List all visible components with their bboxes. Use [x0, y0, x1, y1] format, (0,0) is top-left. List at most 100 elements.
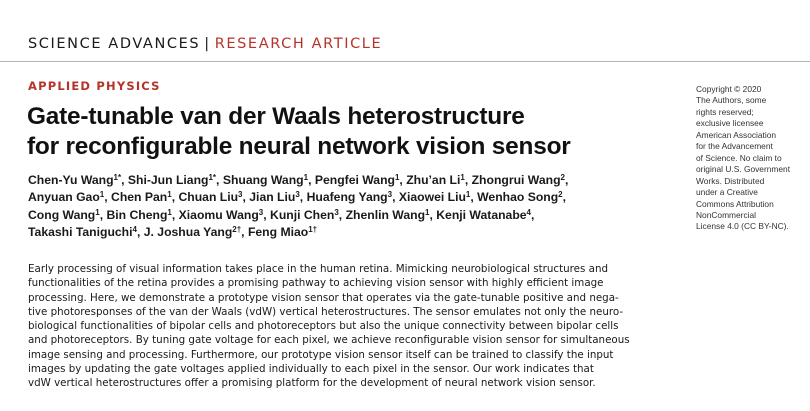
copyright-line: under a Creative	[696, 187, 758, 198]
author-name[interactable]: Chen-Yu Wang	[28, 173, 114, 187]
author-name[interactable]: Zhongrui Wang	[471, 173, 561, 187]
author-name[interactable]: Feng Miao	[247, 225, 309, 240]
author-name[interactable]: Cong Wang	[28, 207, 96, 222]
author-separator: ,	[263, 207, 271, 222]
author-separator: ,	[242, 190, 250, 205]
abstract-line: images by updating the gate voltages app…	[28, 363, 594, 376]
author-affiliation: 1*	[208, 173, 217, 182]
copyright-line: NonCommercial	[696, 209, 757, 220]
author-line: Cong Wang1, Bin Cheng1, Xiaomu Wang3, Ku…	[28, 207, 668, 224]
author-name[interactable]: Shi-Jun Liang	[127, 173, 209, 187]
header-separator: |	[204, 36, 211, 52]
author-affiliation: 4	[132, 225, 137, 235]
author-name[interactable]: Chen Pan	[111, 190, 168, 205]
abstract-line: Early processing of visual information t…	[28, 263, 609, 275]
author-name[interactable]: Xiaomu Wang	[178, 207, 259, 222]
author-name[interactable]: Kenji Watanabe	[436, 207, 527, 222]
article-type: RESEARCH ARTICLE	[214, 36, 383, 52]
author-line: Anyuan Gao1, Chen Pan1, Chuan Liu3, Jian…	[28, 189, 668, 206]
author-name[interactable]: Anyuan Gao	[28, 190, 100, 205]
author-list: Chen-Yu Wang1*, Shi-Jun Liang1*, Shuang …	[28, 172, 668, 242]
author-separator: ,	[531, 207, 535, 222]
author-separator: ,	[121, 173, 128, 187]
copyright-line: License 4.0 (CC BY-NC).	[696, 221, 789, 232]
author-name[interactable]: Chuan Liu	[178, 190, 239, 205]
author-name[interactable]: J. Joshua Yang	[143, 225, 233, 240]
author-name[interactable]: Shuang Wang	[222, 173, 304, 187]
author-separator: ,	[429, 207, 437, 222]
author-affiliation: 1	[95, 207, 100, 217]
author-affiliation: 1	[425, 207, 430, 217]
abstract-line: tive photoresponses of the van der Waals…	[28, 305, 624, 318]
author-affiliation: 2	[560, 173, 565, 182]
author-affiliation: 1	[460, 173, 465, 182]
author-separator: ,	[299, 190, 307, 205]
author-line: Chen-Yu Wang1*, Shi-Jun Liang1*, Shuang …	[28, 172, 668, 189]
abstract: Early processing of visual information t…	[28, 262, 668, 391]
copyright-line: original U.S. Government	[696, 164, 791, 175]
article-title: Gate-tunable van der Waals heterostructu…	[27, 102, 627, 162]
author-name[interactable]: Jian Liu	[249, 190, 296, 205]
author-name[interactable]: Bin Cheng	[106, 207, 168, 222]
author-separator: ,	[562, 190, 567, 205]
author-affiliation: 1	[303, 173, 309, 182]
author-separator: ,	[564, 173, 569, 187]
header-divider	[0, 61, 810, 62]
author-name[interactable]: Zhenlin Wang	[345, 207, 426, 222]
author-name[interactable]: Xiaowei Liu	[398, 190, 466, 205]
author-name[interactable]: Kunji Chen	[270, 207, 335, 222]
copyright-line: Works. Distributed	[696, 175, 765, 186]
author-line: Takashi Taniguchi4, J. Joshua Yang2†, Fe…	[28, 224, 668, 241]
author-separator: ,	[216, 173, 223, 187]
author-name[interactable]: Takashi Taniguchi	[28, 225, 133, 240]
author-affiliation: 3	[387, 190, 393, 200]
author-separator: ,	[99, 207, 107, 222]
title-line: for reconfigurable neural network vision…	[27, 133, 571, 160]
author-separator: ,	[241, 225, 248, 240]
subject-category: APPLIED PHYSICS	[28, 79, 161, 93]
author-affiliation: 3	[258, 207, 264, 217]
author-affiliation: 1	[465, 190, 471, 200]
title-line: Gate-tunable van der Waals heterostructu…	[27, 103, 525, 130]
copyright-line: exclusive licensee	[696, 118, 764, 129]
author-affiliation: 1	[167, 190, 172, 200]
author-affiliation: 1	[394, 173, 400, 182]
abstract-line: functionalities of the retina provides a…	[28, 277, 604, 290]
author-affiliation: 3	[295, 190, 300, 200]
abstract-line: image sensing and processing. Furthermor…	[28, 348, 614, 361]
author-affiliation: 1	[167, 207, 172, 217]
author-name[interactable]: Zhu’an Li	[406, 173, 461, 187]
author-affiliation: 3	[334, 207, 339, 217]
author-separator: ,	[136, 225, 144, 240]
author-affiliation: 1*	[113, 173, 122, 182]
author-affiliation: 1†	[308, 225, 318, 235]
author-separator: ,	[392, 190, 399, 205]
copyright-line: rights reserved;	[696, 106, 754, 117]
author-separator: ,	[399, 173, 407, 187]
copyright-line: Commons Attribution	[696, 198, 774, 209]
copyright-line: Copyright © 2020	[696, 84, 762, 94]
abstract-line: biological functionalities of bipolar ce…	[28, 320, 619, 333]
journal-header: SCIENCE ADVANCES|RESEARCH ARTICLE	[28, 36, 382, 52]
author-affiliation: 1	[99, 190, 105, 200]
author-name[interactable]: Huafeng Yang	[306, 190, 388, 205]
author-affiliation: 2	[558, 190, 563, 200]
author-affiliation: 3	[238, 190, 243, 200]
author-name[interactable]: Wenhao Song	[477, 190, 559, 205]
author-separator: ,	[338, 207, 346, 222]
author-name[interactable]: Pengfei Wang	[314, 173, 395, 187]
copyright-line: for the Advancement	[696, 141, 773, 152]
abstract-line: and photoreceptors. By tuning gate volta…	[28, 334, 630, 347]
author-separator: ,	[464, 173, 472, 187]
journal-name: SCIENCE ADVANCES	[28, 36, 201, 52]
copyright-line: The Authors, some	[696, 95, 767, 106]
author-affiliation: 2†	[232, 225, 242, 235]
abstract-line: vdW vertical heterostructures offer a pr…	[28, 377, 596, 390]
author-separator: ,	[171, 190, 179, 205]
copyright-line: of Science. No claim to	[696, 152, 782, 163]
author-affiliation: 4	[526, 207, 531, 217]
author-separator: ,	[171, 207, 179, 222]
copyright-line: American Association	[696, 129, 777, 140]
abstract-line: processing. Here, we demonstrate a proto…	[28, 291, 619, 304]
